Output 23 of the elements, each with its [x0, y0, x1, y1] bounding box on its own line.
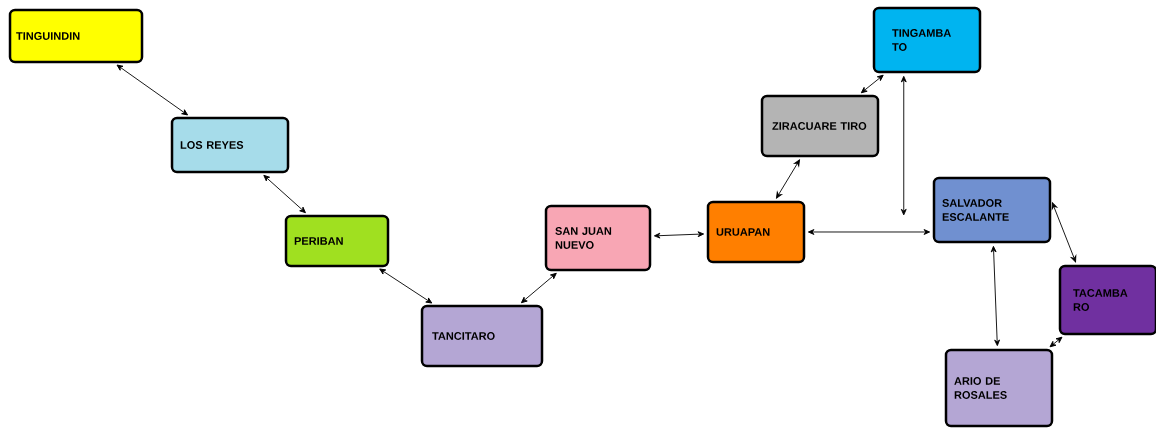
- arrow: [263, 174, 306, 214]
- arrow: [776, 159, 800, 199]
- arrow: [807, 229, 931, 235]
- arrow: [379, 268, 433, 304]
- arrow: [116, 64, 188, 116]
- arrow: [520, 272, 557, 304]
- place-box: TINGAMBA TO: [872, 6, 982, 74]
- place-box: ARIO DE ROSALES: [944, 348, 1054, 428]
- arrow: [860, 74, 884, 94]
- place-box: SALVADOR ESCALANTE: [932, 176, 1052, 244]
- place-box: LOS REYES: [170, 116, 290, 174]
- place-box: PERIBAN: [284, 214, 390, 268]
- arrow: [1051, 202, 1077, 263]
- arrow: [990, 245, 1000, 347]
- arrow: [1049, 336, 1063, 348]
- place-box: SAN JUAN NUEVO: [544, 204, 652, 272]
- place-box: TACAMBA RO: [1058, 264, 1156, 336]
- arrow: [653, 231, 705, 239]
- place-box: TANCITARO: [420, 304, 544, 368]
- place-box: TINGUINDIN: [8, 8, 144, 64]
- place-box: URUAPAN: [706, 200, 806, 264]
- place-box: ZIRACUARE TIRO: [760, 94, 880, 158]
- arrow: [900, 75, 907, 216]
